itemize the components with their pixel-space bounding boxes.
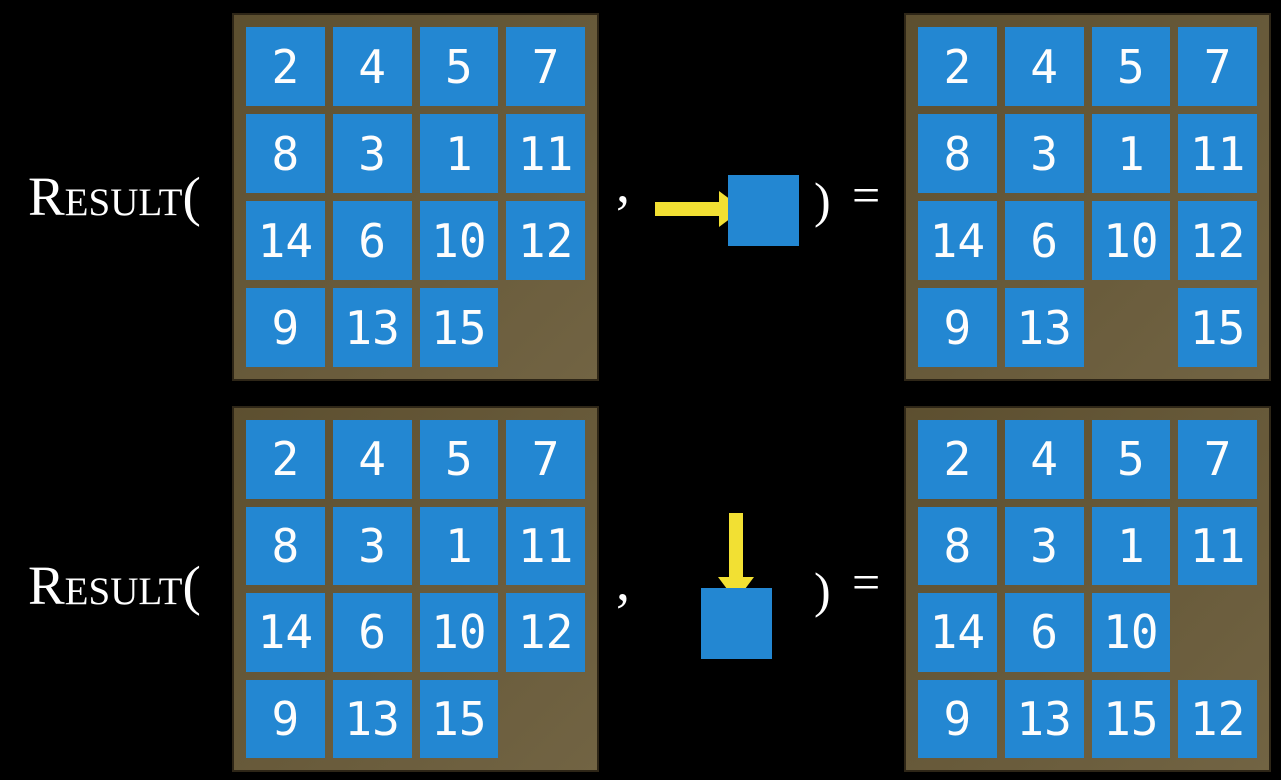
tile-6: 6 — [1004, 593, 1084, 672]
tile-9: 9 — [246, 288, 325, 367]
tile-8: 8 — [918, 114, 997, 193]
tile-10: 10 — [1091, 201, 1171, 280]
tile-15: 15 — [419, 288, 499, 367]
tile-5: 5 — [1091, 27, 1171, 106]
tile-10: 10 — [419, 593, 499, 672]
tile-14: 14 — [918, 201, 997, 280]
tile-10: 10 — [1091, 593, 1171, 672]
tile-5: 5 — [419, 420, 499, 499]
tile-9: 9 — [918, 679, 997, 758]
tile-2: 2 — [918, 420, 997, 499]
tile-3: 3 — [332, 506, 412, 585]
tile-7: 7 — [506, 27, 585, 106]
tile-2: 2 — [246, 420, 325, 499]
empty-cell — [1092, 288, 1171, 367]
tile-5: 5 — [1091, 420, 1171, 499]
tile-1: 1 — [419, 114, 499, 193]
tile-4: 4 — [1004, 420, 1084, 499]
tile-13: 13 — [332, 679, 412, 758]
tile-1: 1 — [1091, 114, 1171, 193]
tile-1: 1 — [419, 506, 499, 585]
tile-5: 5 — [419, 27, 499, 106]
tile-6: 6 — [1004, 201, 1084, 280]
tile-4: 4 — [332, 27, 412, 106]
tile-15: 15 — [1178, 288, 1257, 367]
action-tile-square — [701, 588, 772, 659]
tile-6: 6 — [332, 593, 412, 672]
tile-1: 1 — [1091, 506, 1171, 585]
tile-14: 14 — [246, 593, 325, 672]
open-paren: ( — [182, 166, 201, 227]
result-function-label: Result( — [28, 558, 201, 613]
tile-15: 15 — [419, 679, 499, 758]
tile-14: 14 — [918, 593, 997, 672]
tile-11: 11 — [1178, 506, 1257, 585]
tile-6: 6 — [332, 201, 412, 280]
tile-14: 14 — [246, 201, 325, 280]
open-paren: ( — [182, 555, 201, 616]
equals-sign: = — [852, 554, 881, 610]
empty-cell — [1178, 593, 1257, 672]
equals-sign: = — [852, 167, 881, 223]
tile-12: 12 — [506, 593, 585, 672]
tile-13: 13 — [332, 288, 412, 367]
tile-3: 3 — [1004, 114, 1084, 193]
tile-13: 13 — [1004, 679, 1084, 758]
function-name-text: Result — [28, 555, 183, 616]
empty-cell — [506, 680, 585, 759]
tile-8: 8 — [246, 114, 325, 193]
tile-11: 11 — [506, 506, 585, 585]
comma: , — [616, 551, 630, 613]
empty-cell — [506, 288, 585, 367]
close-paren: ) — [814, 562, 831, 618]
function-name-text: Result — [28, 166, 183, 227]
tile-8: 8 — [246, 506, 325, 585]
comma: , — [616, 153, 630, 215]
tile-12: 12 — [1178, 201, 1257, 280]
tile-10: 10 — [419, 201, 499, 280]
tile-11: 11 — [1178, 114, 1257, 193]
action-tile-square — [728, 175, 799, 246]
tile-4: 4 — [332, 420, 412, 499]
tile-2: 2 — [246, 27, 325, 106]
tile-7: 7 — [506, 420, 585, 499]
tile-15: 15 — [1091, 679, 1171, 758]
tile-3: 3 — [1004, 506, 1084, 585]
tile-13: 13 — [1004, 288, 1084, 367]
tile-3: 3 — [332, 114, 412, 193]
result-function-label: Result( — [28, 169, 201, 224]
tile-2: 2 — [918, 27, 997, 106]
close-paren: ) — [814, 172, 831, 228]
tile-12: 12 — [506, 201, 585, 280]
tile-7: 7 — [1178, 420, 1257, 499]
tile-11: 11 — [506, 114, 585, 193]
tile-8: 8 — [918, 506, 997, 585]
tile-9: 9 — [246, 679, 325, 758]
tile-12: 12 — [1178, 679, 1257, 758]
tile-7: 7 — [1178, 27, 1257, 106]
tile-4: 4 — [1004, 27, 1084, 106]
tile-9: 9 — [918, 288, 997, 367]
